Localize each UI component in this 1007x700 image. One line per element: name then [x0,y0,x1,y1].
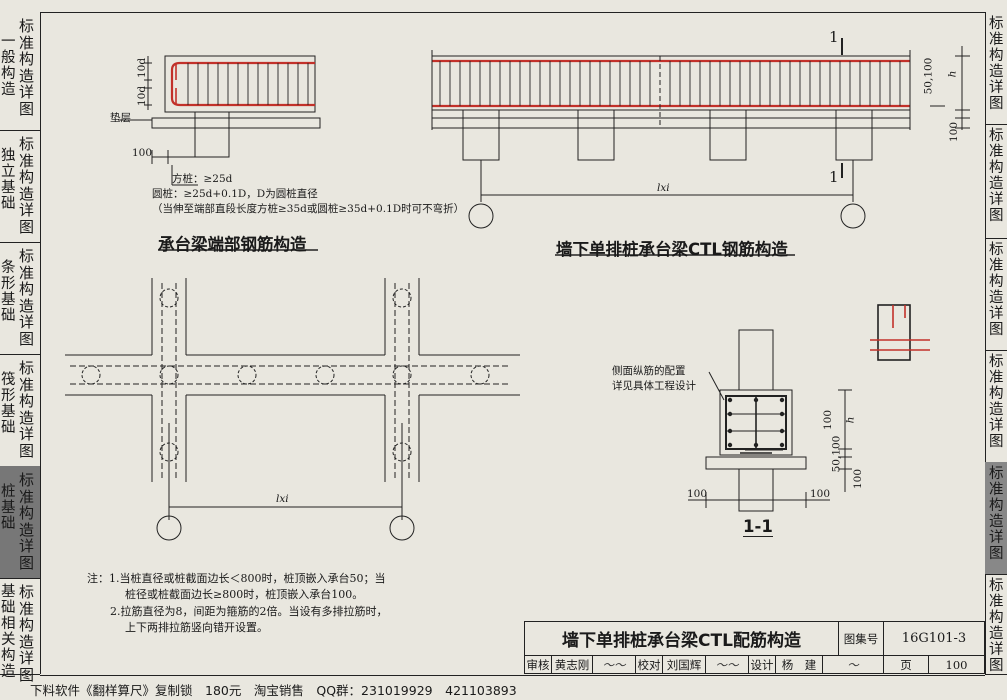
left-tab-title: 基础相关构造 [1,584,16,680]
plan-view [65,278,520,541]
left-tab-sub: 标准构造详图 [19,17,35,118]
dim-100-left: 100 [132,147,153,159]
note-2b: 上下两排拉筋竖向错开设置。 [125,621,268,634]
right-tab-label: 标准构造详图 [989,466,1004,562]
right-tab-6[interactable]: 标准构造详图 [985,574,1007,675]
left-category-tabs [0,12,41,674]
right-tab-label: 标准构造详图 [989,128,1004,224]
atlas-no: 16G101-3 [883,621,985,656]
note-2a: 2.拉筋直径为8，间距为箍筋的2倍。当设有多排拉筋时， [110,605,388,618]
designer: 杨 建 [775,655,823,674]
right-tab-label: 标准构造详图 [989,16,1004,112]
title-cell: 墙下单排桩承台梁CTL配筋构造 [524,621,839,656]
rebar-dot [727,428,733,434]
designer-signature: 〜 [822,655,884,674]
caption-beam-end: 承台梁端部钢筋构造 [158,235,307,254]
rebar-dot [779,442,785,448]
right-tab-5[interactable]: 标准构造详图 [985,462,1007,575]
left-tab-1[interactable]: 一般构造标准构造详图 [0,12,40,131]
left-tab-sub: 标准构造详图 [19,135,35,236]
ctl-beam-elevation [431,38,970,256]
dim-100-section-right: 100 [810,488,831,500]
note-round-pile: 圆桩：≥25d+0.1D，D为圆桩直径 [152,188,318,200]
rebar-dot [779,411,785,417]
span-label-plan: lxi [276,493,289,505]
section-1-1 [688,304,930,512]
reviewer-signature: 〜〜 [592,655,636,674]
right-tab-2[interactable]: 标准构造详图 [985,124,1007,239]
dim-50-100-section: 50,100 [830,435,843,473]
left-tab-sub: 标准构造详图 [19,247,35,348]
check-label: 校对 [635,655,663,674]
span-label-elev: lxi [657,182,670,194]
left-tab-6[interactable]: 基础相关构造标准构造详图 [0,578,40,683]
checker-signature: 〜〜 [705,655,749,674]
rebar-dot [727,397,733,403]
note-1a: 注：1.当桩直径或桩截面边长＜800时，桩顶嵌入承台50；当 [87,572,386,585]
left-tab-title: 筏形基础 [1,372,16,436]
left-tab-3[interactable]: 条形基础标准构造详图 [0,242,40,355]
note-paren: （当伸至端部直段长度方桩≥35d或圆桩≥35d+0.1D时可不弯折） [152,203,465,215]
rebar-dot [779,428,785,434]
design-label: 设计 [748,655,776,674]
rebar-dot [753,397,759,403]
left-tab-sub: 标准构造详图 [19,583,35,684]
title-block: 墙下单排桩承台梁CTL配筋构造 图集号 16G101-3 审核 黄志刚 〜〜 校… [524,621,985,674]
right-tab-label: 标准构造详图 [989,578,1004,674]
pad-label: 垫层 [110,112,131,124]
dim-100-section-left: 100 [687,488,708,500]
dim-100-section-vert: 100 [822,409,835,431]
dim-10d-bottom: 10d [136,85,149,107]
rebar-dot [727,442,733,448]
page-no: 100 [928,655,985,674]
dim-50-100-elev: 50,100 [922,57,935,95]
rebar-dot [727,411,733,417]
atlas-label: 图集号 [838,621,884,656]
side-note-2: 详见具体工程设计 [612,380,696,392]
right-tab-3[interactable]: 标准构造详图 [985,238,1007,351]
left-tab-title: 独立基础 [1,148,16,212]
dim-h-section: h [844,416,857,424]
left-tab-title: 条形基础 [1,260,16,324]
review-label: 审核 [524,655,552,674]
left-tab-5[interactable]: 桩基础标准构造详图 [0,466,40,579]
right-tab-1[interactable]: 标准构造详图 [985,12,1007,125]
side-note-1: 侧面纵筋的配置 [612,365,686,377]
drawing-frame [40,12,985,676]
note-square-pile: 方桩：≥25d [172,173,233,185]
page-label: 页 [883,655,929,674]
left-tab-sub: 标准构造详图 [19,359,35,460]
dim-10d-top: 10d [136,57,149,79]
rebar-dot [779,397,785,403]
section-mark-top: 1 [829,28,839,46]
beam-end-detail [118,55,321,251]
footer-ad: 下料软件《翻样算尺》复制锁 180元 淘宝销售 QQ群：231019929 42… [30,683,517,698]
right-tab-label: 标准构造详图 [989,242,1004,338]
dim-100-section-bottom: 100 [852,468,865,490]
right-category-tabs [985,12,1007,674]
caption-section: 1-1 [743,517,773,537]
left-tab-title: 一般构造 [1,34,16,98]
rebar-dot [753,442,759,448]
dim-h-elev: h [946,70,959,78]
caption-ctl: 墙下单排桩承台梁CTL钢筋构造 [556,240,788,259]
checker: 刘国辉 [662,655,706,674]
left-tab-2[interactable]: 独立基础标准构造详图 [0,130,40,243]
left-tab-4[interactable]: 筏形基础标准构造详图 [0,354,40,467]
note-1b: 桩径或桩截面边长≥800时，桩顶嵌入承台100。 [125,588,364,601]
section-mark-bottom: 1 [829,168,839,186]
left-tab-sub: 标准构造详图 [19,471,35,572]
reviewer: 黄志刚 [551,655,593,674]
right-tab-label: 标准构造详图 [989,354,1004,450]
dim-100-elev: 100 [948,121,961,143]
left-tab-title: 桩基础 [1,484,16,532]
